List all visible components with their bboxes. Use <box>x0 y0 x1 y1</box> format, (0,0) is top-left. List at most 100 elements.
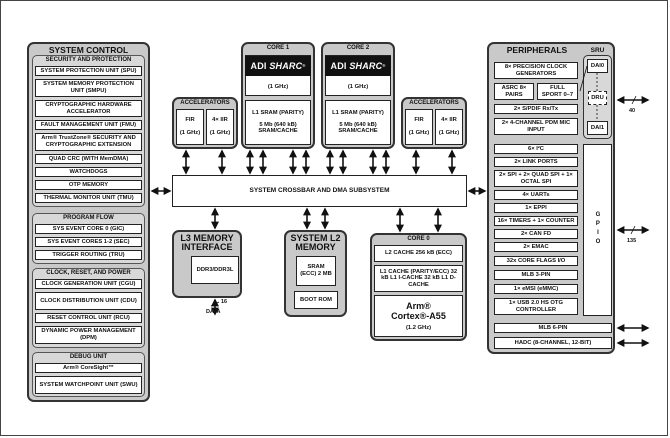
iir-left-clock: (1 GHz) <box>209 130 231 136</box>
gpio-box: GPIO <box>583 144 612 316</box>
asrc-box: ASRC 8× PAIRS <box>494 83 534 100</box>
emac-box: 2× EMAC <box>494 242 578 252</box>
quad-crc-box: QUAD CRC (WITH MemDMA) <box>35 154 142 164</box>
adi-sharc-logo: ADI SHARC® <box>245 56 311 76</box>
trustzone-box: Arm® TrustZone® SECURITY AND CRYPTOGRAPH… <box>35 133 142 151</box>
gic-box: SYS EVENT CORE 0 (GIC) <box>35 224 142 234</box>
core1-processor-box: ADI SHARC® (1 GHz) <box>245 55 311 96</box>
core2-sram-label: L1 SRAM (PARITY) <box>332 110 384 117</box>
l2-memory-title: SYSTEM L2 MEMORY <box>290 233 341 253</box>
system-control-title: SYSTEM CONTROL <box>48 45 129 55</box>
uarts-box: 4× UARTs <box>494 190 578 200</box>
core0-clock: (1.2 GHz) <box>405 324 432 331</box>
core1-sram-detail: 5 Mb (640 kB) SRAM/CACHE <box>258 121 298 135</box>
core2-clock: (1 GHz) <box>347 84 369 90</box>
program-flow-title: PROGRAM FLOW <box>63 215 114 221</box>
fir-left-clock: (1 GHz) <box>179 130 201 136</box>
fir-right-clock: (1 GHz) <box>408 130 430 136</box>
arm-label: Arm® <box>406 300 431 311</box>
emsi-box: 1× eMSI (eMMC) <box>494 284 578 294</box>
eppi-box: 1× EPPI <box>494 203 578 213</box>
l2-sram-box: SRAM (ECC) 2 MB <box>296 256 336 286</box>
core2-processor-box: ADI SHARC® (1 GHz) <box>325 55 391 96</box>
adi-text: ADI <box>330 60 347 71</box>
sec-box: SYS EVENT CORES 1-2 (SEC) <box>35 237 142 247</box>
l2-cache-box: L2 CACHE 256 kB (ECC) <box>374 245 463 262</box>
iir-right-box: 4× IIR (1 GHz) <box>435 109 463 145</box>
tru-box: TRIGGER ROUTING (TRU) <box>35 250 142 260</box>
core0-title: CORE 0 <box>407 236 430 242</box>
mlb6-box: MLB 6-PIN <box>494 323 612 333</box>
security-title: SECURITY AND PROTECTION <box>45 57 132 63</box>
rcu-box: RESET CONTROL UNIT (RCU) <box>35 313 142 323</box>
core-flags-box: 32x CORE FLAGS I/O <box>494 256 578 266</box>
dai1-box: DAI1 <box>587 121 608 135</box>
clock-reset-power-title: CLOCK, RESET, AND POWER <box>46 270 131 276</box>
core2-sram-box: L1 SRAM (PARITY) 5 Mb (640 kB) SRAM/CACH… <box>325 100 391 145</box>
gpio-pin-count: 135 <box>627 238 637 244</box>
usb-box: 1× USB 2.0 HS OTG CONTROLLER <box>494 298 578 315</box>
ddr-bus-width: 16 <box>221 299 228 305</box>
gpio-sport-link <box>579 65 588 92</box>
cgu-box: CLOCK GENERATION UNIT (CGU) <box>35 279 142 289</box>
adi-sharc-logo: ADI SHARC® <box>325 56 391 76</box>
l1-cache-box: L1 CACHE (PARITY/ECC) 32 kB L1 I-CACHE 3… <box>374 265 463 292</box>
ddr-box: DDR3/DDR3L <box>191 256 239 284</box>
tmu-box: THERMAL MONITOR UNIT (TMU) <box>35 193 142 203</box>
dai0-box: DAI0 <box>587 59 608 73</box>
gpio-label: GPIO <box>594 212 601 248</box>
i2c-box: 6× I²C <box>494 144 578 154</box>
iir-right-label: 4× IIR <box>441 117 457 124</box>
dpm-box: DYNAMIC POWER MANAGEMENT (DPM) <box>35 326 142 344</box>
fmu-box: FAULT MANAGEMENT UNIT (FMU) <box>35 120 142 130</box>
fir-left-label: FIR <box>185 117 195 124</box>
iir-right-clock: (1 GHz) <box>438 130 460 136</box>
swu-box: SYSTEM WATCHPOINT UNIT (SWU) <box>35 376 142 394</box>
precision-clock-box: 8× PRECISION CLOCK GENERATORS <box>494 62 578 79</box>
cdu-box: CLOCK DISTRIBUTION UNIT (CDU) <box>35 292 142 310</box>
cortex-a55-box: Arm® Cortex®-A55 (1.2 GHz) <box>374 295 463 337</box>
spu-box: SYSTEM PROTECTION UNIT (SPU) <box>35 66 142 76</box>
dai-pin-count: 40 <box>629 108 636 114</box>
spi-box: 2× SPI + 2× QUAD SPI + 1× OCTAL SPI <box>494 170 578 187</box>
adi-text: ADI <box>250 60 267 71</box>
sru-title: SRU <box>590 47 605 54</box>
iir-left-box: 4× IIR (1 GHz) <box>206 109 234 145</box>
accelerators-right-title: ACCELERATORS <box>409 100 459 106</box>
core2-title: CORE 2 <box>346 45 370 51</box>
core1-sram-box: L1 SRAM (PARITY) 5 Mb (640 kB) SRAM/CACH… <box>245 100 311 145</box>
core2-sram-detail: 5 Mb (640 kB) SRAM/CACHE <box>338 121 378 135</box>
debug-title: DEBUG UNIT <box>69 354 108 360</box>
peripherals-title: PERIPHERALS <box>506 45 568 55</box>
core1-clock: (1 GHz) <box>267 84 289 90</box>
sharc-text: SHARC <box>349 60 383 71</box>
otp-box: OTP MEMORY <box>35 180 142 190</box>
boot-rom-box: BOOT ROM <box>294 291 338 309</box>
link-ports-box: 2× LINK PORTS <box>494 157 578 167</box>
accelerators-left-title: ACCELERATORS <box>180 100 230 106</box>
iir-left-label: 4× IIR <box>212 117 228 124</box>
ddr-bus-slash <box>210 301 220 307</box>
l3-memory-title: L3 MEMORY INTERFACE <box>180 233 234 253</box>
crypto-accel-box: CRYPTOGRAPHIC HARDWARE ACCELERATOR <box>35 100 142 117</box>
cortex-label: Cortex®-A55 <box>391 311 446 322</box>
dru-box: DRU <box>588 91 607 105</box>
hadc-box: HADC (8-CHANNEL, 12-BIT) <box>494 337 612 349</box>
pdm-box: 2× 4-CHANNEL PDM MIC INPUT <box>494 118 578 135</box>
mlb3-box: MLB 3-PIN <box>494 270 578 280</box>
core1-title: CORE 1 <box>266 45 290 51</box>
system-crossbar: SYSTEM CROSSBAR AND DMA SUBSYSTEM <box>172 175 467 207</box>
spdif-box: 2× S/PDIF Rx/Tx <box>494 104 578 114</box>
watchdogs-box: WATCHDOGS <box>35 167 142 177</box>
fir-left-box: FIR (1 GHz) <box>176 109 204 145</box>
timers-box: 16× TIMERS + 1× COUNTER <box>494 216 578 226</box>
fir-right-box: FIR (1 GHz) <box>405 109 433 145</box>
core1-sram-label: L1 SRAM (PARITY) <box>252 110 304 117</box>
coresight-box: Arm® CoreSight™ <box>35 363 142 373</box>
can-fd-box: 2× CAN FD <box>494 229 578 239</box>
fir-right-label: FIR <box>414 117 424 124</box>
smpu-box: SYSTEM MEMORY PROTECTION UNIT (SMPU) <box>35 79 142 97</box>
dai-bus-slash <box>631 95 637 105</box>
sport-box: FULL SPORT 0–7 <box>537 83 578 100</box>
